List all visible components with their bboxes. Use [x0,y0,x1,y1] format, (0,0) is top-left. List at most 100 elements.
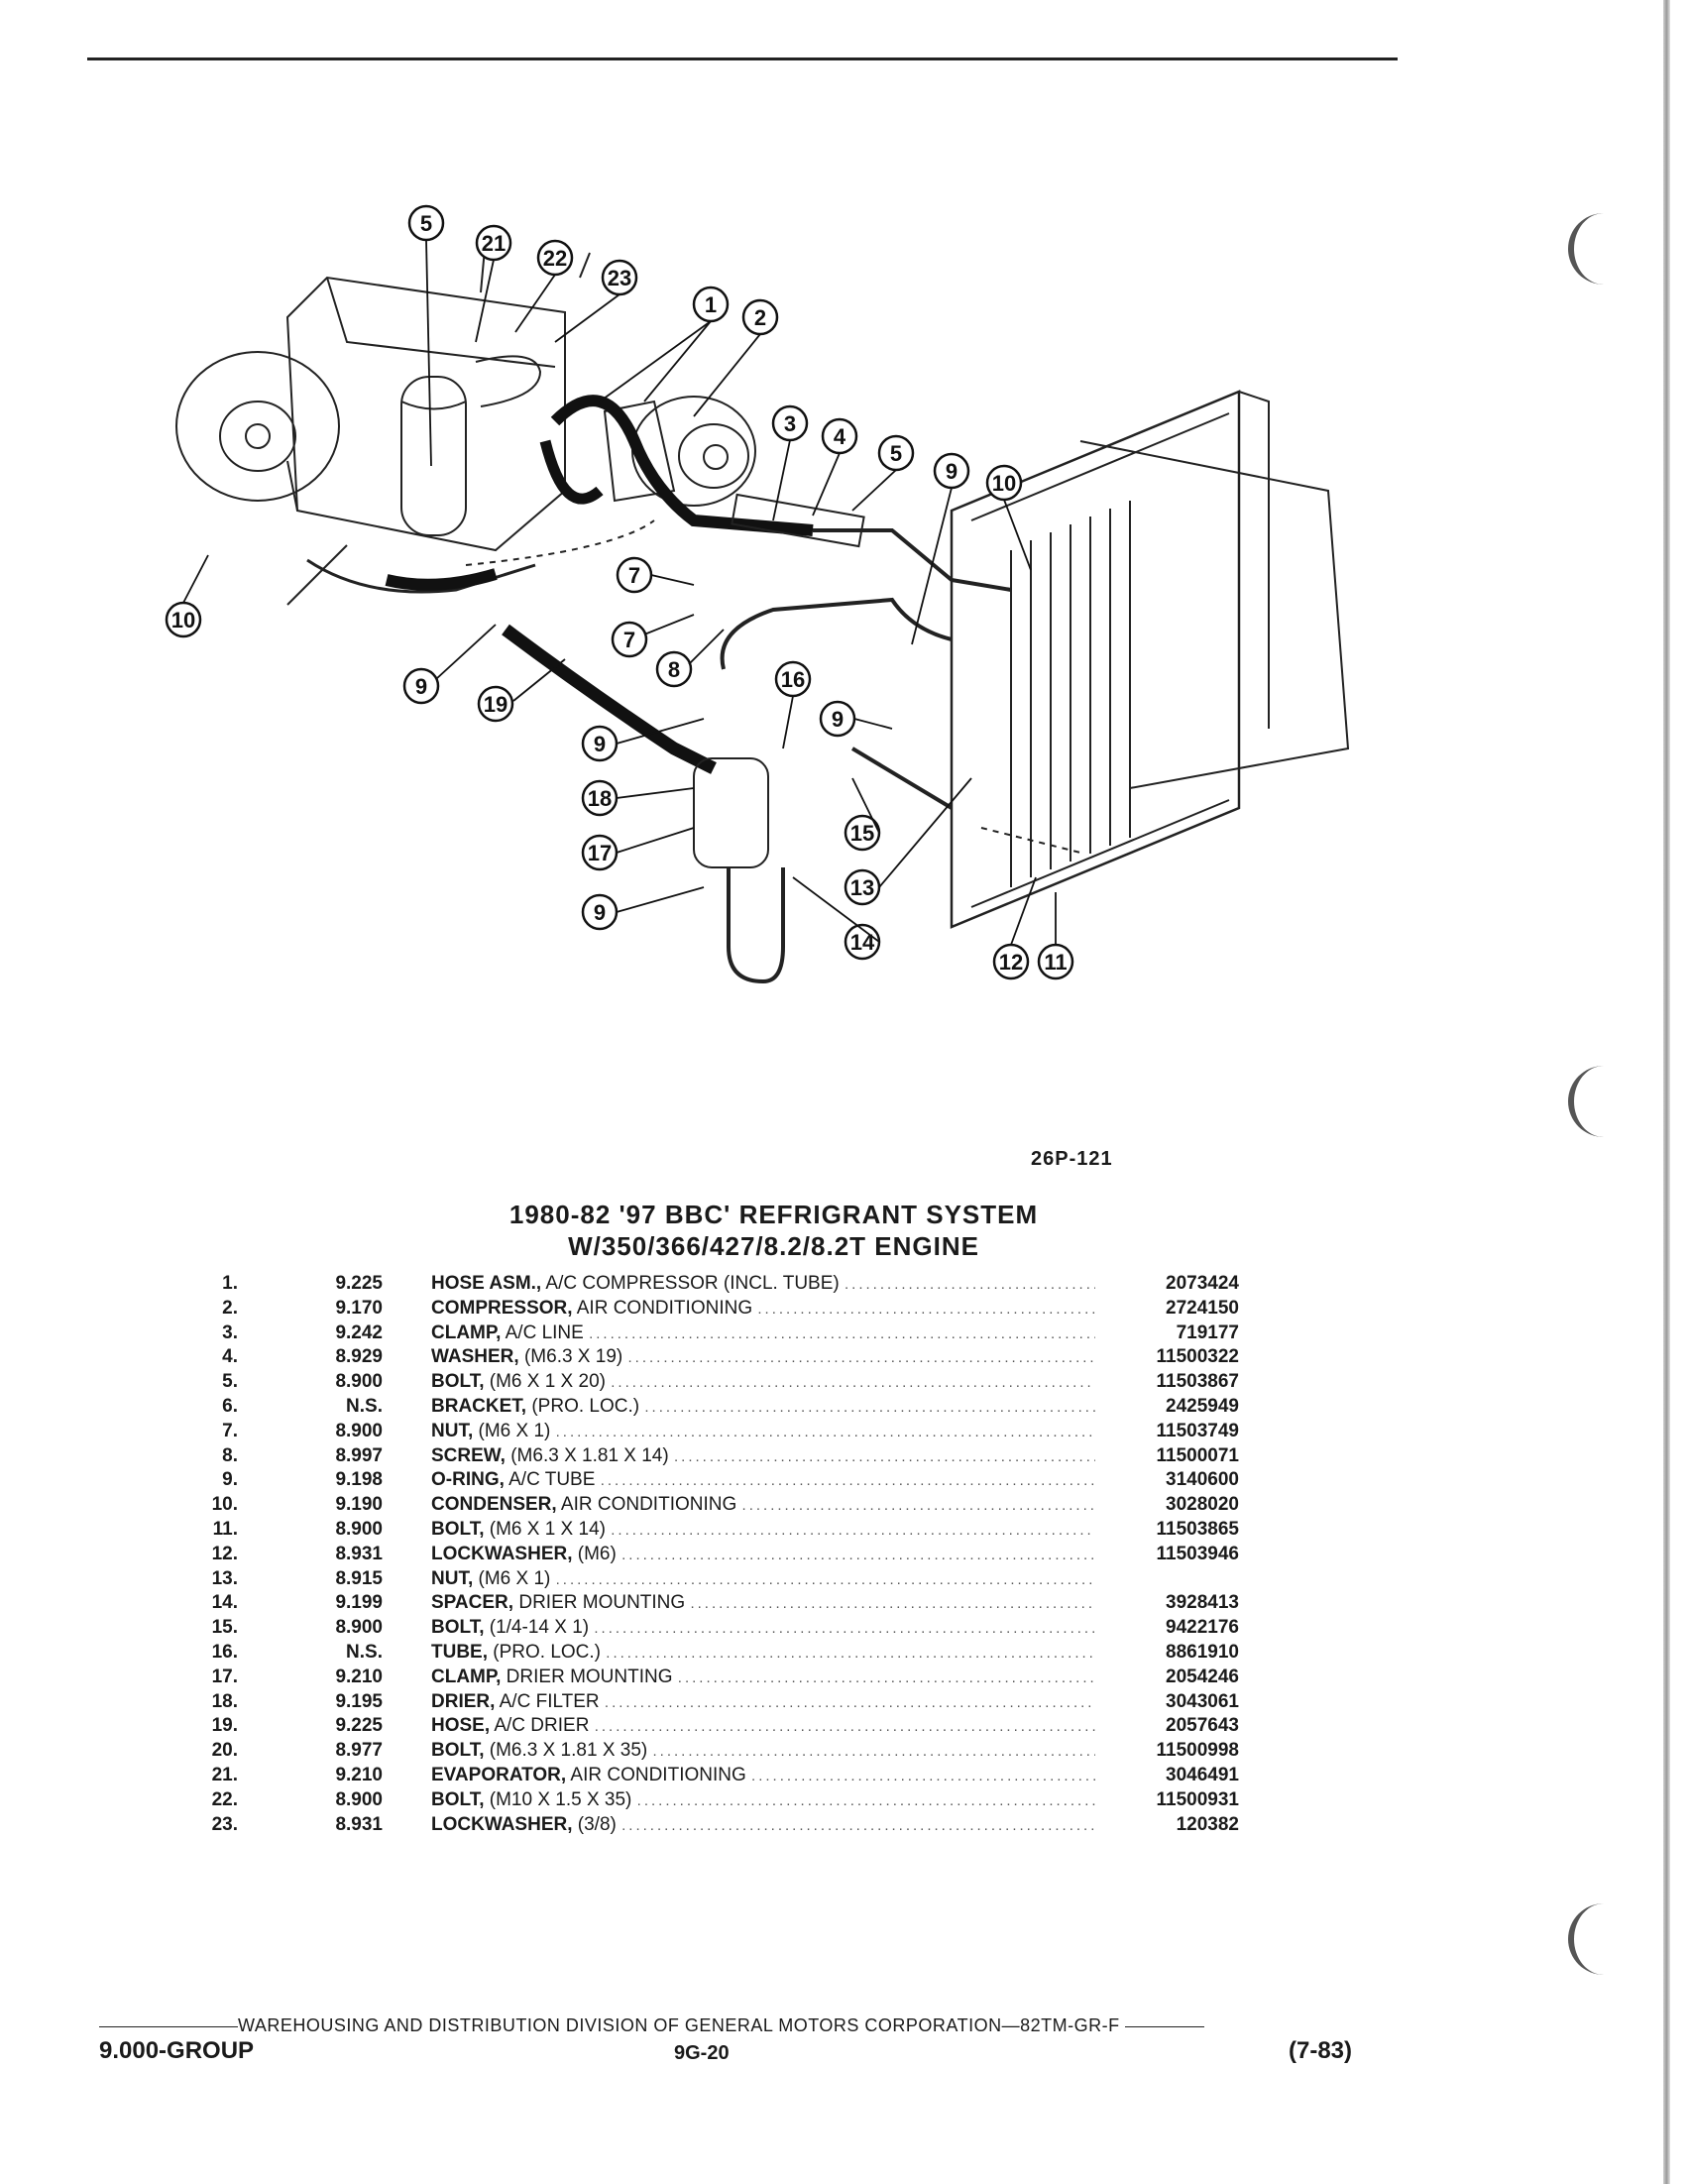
callout-21: 21 [475,224,512,262]
leader-dots: ........................................… [677,1668,1095,1686]
item-name: LOCKWASHER, [431,1813,573,1835]
item-name: BOLT, [431,1371,485,1393]
part-number: 11500071 [1156,1444,1240,1466]
leader-dots: ........................................… [673,1447,1095,1465]
svg-text:22: 22 [543,246,567,271]
item-number: 19. [211,1715,238,1737]
svg-text:21: 21 [482,231,506,256]
item-detail: (M10 X 1.5 X 35) [484,1788,632,1810]
item-description: SPACER, DRIER MOUNTING .................… [431,1591,1095,1617]
leader-dots: ........................................… [627,1349,1095,1367]
item-description: LOCKWASHER, (3/8) ......................… [431,1813,1095,1839]
item-name: HOSE, [431,1715,491,1737]
item-name: SPACER, [431,1592,514,1614]
item-number: 15. [211,1617,238,1639]
callout-1: 1 [692,286,730,323]
group-number: 9.195 [335,1690,383,1712]
item-name: TUBE, [431,1641,488,1663]
item-description: DRIER, A/C FILTER ......................… [431,1690,1095,1716]
svg-text:5: 5 [420,211,432,236]
item-description: BRACKET, (PRO. LOC.) ...................… [431,1395,1095,1421]
compressor [631,396,756,507]
group-number: 8.900 [335,1371,383,1393]
item-description: BOLT, (1/4-14 X 1) .....................… [431,1616,1095,1642]
item-description: BOLT, (M6.3 X 1.81 X 35) ...............… [431,1739,1095,1765]
page-edge [1663,0,1670,2184]
callout-22: 22 [536,239,574,277]
item-name: HOSE ASM., [431,1273,542,1294]
callout-4: 4 [821,417,858,455]
callout-9: 5 [407,204,445,242]
part-number: 3046491 [1166,1764,1239,1785]
item-name: CONDENSER, [431,1494,557,1516]
binder-hole [1568,213,1614,285]
item-detail: (M6) [572,1543,617,1564]
callout-17: 17 [581,834,619,871]
item-detail: (PRO. LOC.) [526,1395,640,1417]
svg-text:5: 5 [890,441,902,466]
callout-8: 8 [655,650,693,688]
callout-9: 9 [581,725,619,762]
svg-text:16: 16 [781,667,805,692]
callout-9: 9 [402,667,440,705]
item-detail: A/C DRIER [490,1715,590,1737]
item-number: 13. [211,1567,238,1589]
svg-text:19: 19 [484,692,507,717]
item-detail: A/C LINE [501,1322,584,1343]
leader-dots: ........................................… [845,1276,1095,1293]
svg-text:7: 7 [628,563,640,588]
item-number: 3. [222,1322,238,1343]
group-number: 8.900 [335,1518,383,1540]
leader-dots: ........................................… [690,1595,1095,1613]
filter-drier [693,757,769,868]
item-name: CLAMP, [431,1666,502,1687]
part-number: 120382 [1176,1813,1239,1835]
group-number: 9.190 [335,1494,383,1516]
item-detail: (M6.3 X 19) [518,1346,623,1368]
callout-11: 11 [1037,943,1074,980]
item-detail: AIR CONDITIONING [572,1297,753,1319]
item-detail: AIR CONDITIONING [566,1764,746,1785]
item-name: O-RING, [431,1469,505,1491]
svg-text:2: 2 [754,305,766,330]
section-title: 1980-82 '97 BBC' REFRIGRANT SYSTEM [508,1200,1039,1229]
svg-text:9: 9 [594,732,606,756]
part-number: 2724150 [1166,1297,1239,1319]
item-description: LOCKWASHER, (M6) .......................… [431,1543,1095,1568]
item-name: BOLT, [431,1740,485,1762]
part-number: 11503867 [1156,1371,1240,1393]
callout-6: 7 [616,556,653,594]
callout-12: 12 [992,943,1030,980]
footer-page-number: 9G-20 [674,2042,730,2064]
part-number: 2057643 [1166,1715,1239,1737]
svg-text:1: 1 [705,292,717,317]
item-name: COMPRESSOR, [431,1297,573,1319]
svg-text:17: 17 [588,841,612,865]
item-detail: (M6 X 1 X 14) [484,1518,606,1540]
item-number: 21. [211,1764,238,1785]
part-number: 11500931 [1156,1788,1240,1810]
group-number: 8.900 [335,1617,383,1639]
leader-dots: ........................................… [741,1497,1095,1515]
leader-dots: ........................................… [604,1693,1095,1711]
group-number: 9.210 [335,1666,383,1687]
item-detail: (PRO. LOC.) [488,1641,602,1663]
svg-text:9: 9 [594,900,606,925]
item-name: DRIER, [431,1690,496,1712]
item-description: COMPRESSOR, AIR CONDITIONING ...........… [431,1297,1095,1322]
top-rule [87,57,1398,60]
item-detail: (3/8) [572,1813,617,1835]
callout-3: 3 [771,404,809,442]
svg-text:12: 12 [999,950,1023,975]
part-number: 9422176 [1166,1617,1239,1639]
group-number: 8.929 [335,1346,383,1368]
callout-9: 9 [933,452,970,490]
item-number: 7. [222,1420,238,1441]
